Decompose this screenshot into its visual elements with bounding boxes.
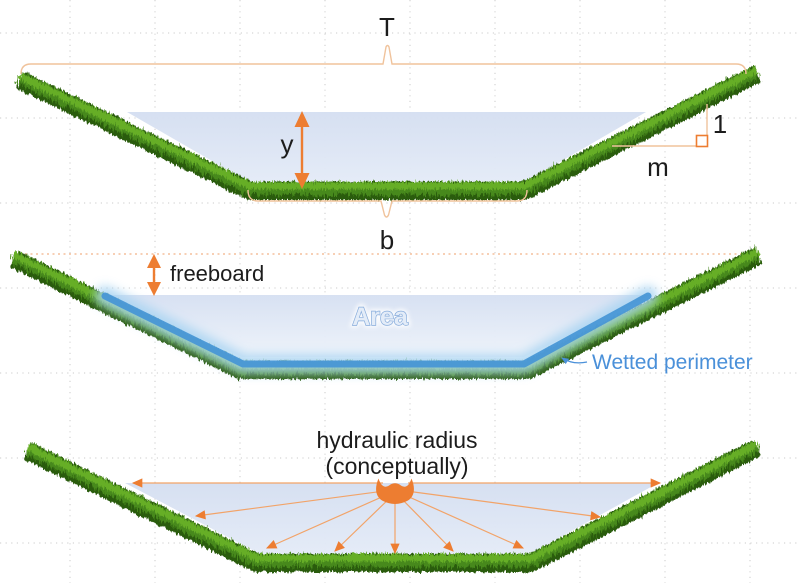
- water-body: [127, 112, 646, 184]
- hydraulic-radius-title-line2: (conceptually): [325, 453, 468, 479]
- ray-arrow: [194, 489, 393, 520]
- depth-label: y: [281, 129, 294, 159]
- water-body: [103, 295, 650, 357]
- freeboard-arrow: [147, 254, 161, 296]
- side-slope-indicator: 1 m: [612, 104, 727, 182]
- ray-arrow: [334, 493, 395, 552]
- wetted-perimeter-pointer-arrow: [561, 357, 588, 365]
- hydraulic-radius-rays: [131, 478, 662, 555]
- side-slope-rise-label: 1: [713, 109, 727, 139]
- grass-bank: [24, 439, 762, 572]
- wetted-perimeter-band: [95, 286, 658, 374]
- center-crown-icon: [376, 478, 414, 504]
- freeboard-label: freeboard: [170, 261, 264, 286]
- area-label-halo: Area: [352, 303, 409, 331]
- right-angle-marker: [695, 134, 709, 148]
- water-body: [125, 483, 658, 555]
- ray-arrow: [397, 491, 525, 549]
- hydraulic-radius-title-line1: hydraulic radius: [316, 427, 477, 453]
- top-width-label: T: [379, 12, 395, 42]
- bottom-width-bracket: [247, 189, 528, 218]
- side-slope-run-label: m: [647, 152, 669, 182]
- top-channel-diagram: T y 1 m b: [16, 12, 762, 255]
- depth-arrow: [294, 111, 310, 189]
- ray-arrow: [265, 491, 394, 549]
- grass-bank: [16, 65, 762, 200]
- middle-channel-diagram: freeboard Area Area Wetted perimeter: [10, 247, 762, 379]
- area-label: Area: [352, 303, 409, 331]
- wetted-perimeter-label: Wetted perimeter: [592, 351, 753, 374]
- top-width-bracket: [20, 44, 747, 75]
- ray-arrow: [396, 493, 454, 552]
- bottom-width-label: b: [380, 225, 394, 255]
- bottom-channel-diagram: hydraulic radius (conceptually): [24, 427, 762, 572]
- ray-arrow: [398, 489, 602, 521]
